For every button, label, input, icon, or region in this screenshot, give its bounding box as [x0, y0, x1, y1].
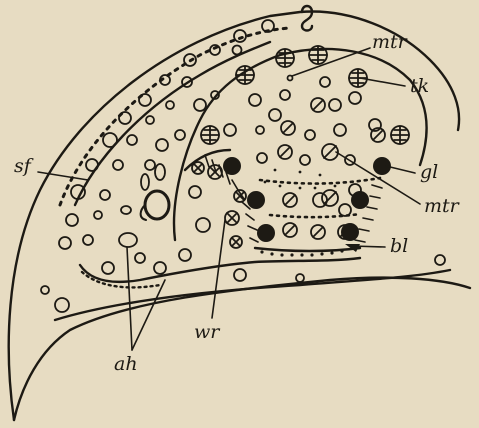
central-lumen [141, 191, 169, 220]
top-knob [302, 6, 312, 31]
label-bl: bl [390, 235, 408, 257]
tail-outline [14, 278, 470, 420]
wr-cells [192, 162, 246, 248]
label-sf: sf [14, 155, 34, 177]
striped-cells [278, 98, 385, 239]
lobe-dotted-line [260, 178, 380, 184]
bl-band [255, 248, 360, 251]
label-tk: tk [410, 75, 429, 97]
lower-border-dotted [82, 272, 160, 287]
label-ah: ah [114, 353, 138, 375]
label-gl: gl [420, 161, 438, 183]
label-wr: wr [194, 321, 221, 343]
small-dots [264, 169, 337, 190]
label-mtr-right: mtr [424, 195, 461, 217]
label-mtr-top: mtr [372, 31, 409, 53]
